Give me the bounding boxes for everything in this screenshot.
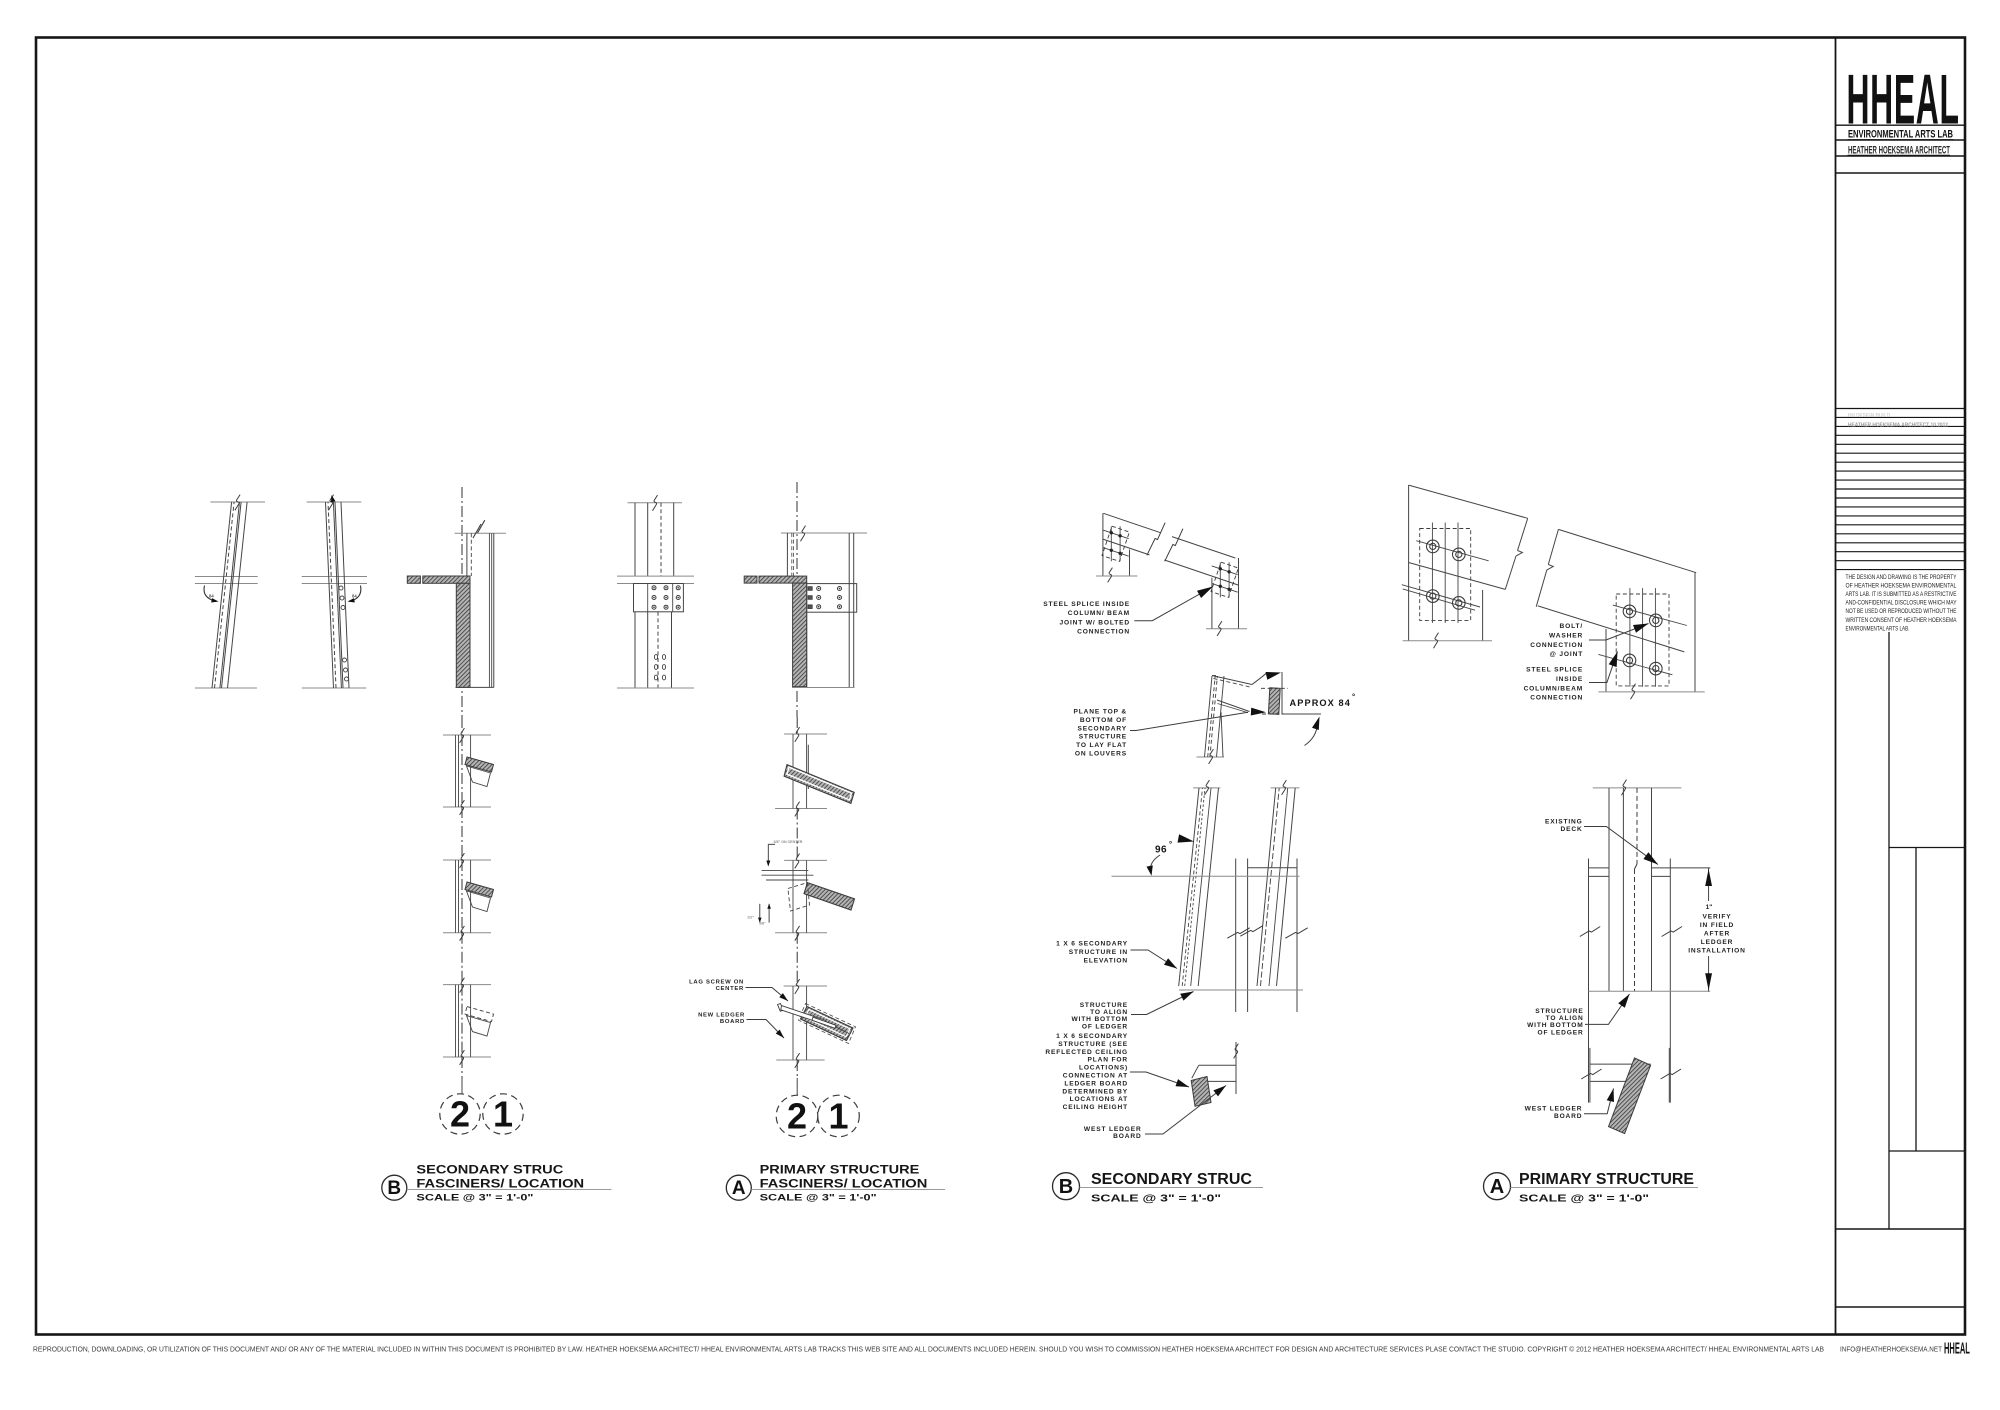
svg-text:ENVIRONMENTAL ARTS LAB.: ENVIRONMENTAL ARTS LAB. <box>1846 625 1910 632</box>
svg-text:BOARD: BOARD <box>720 1019 745 1025</box>
svg-text:CONNECTION: CONNECTION <box>1530 695 1583 702</box>
svg-text:1 X 6 SECONDARY: 1 X 6 SECONDARY <box>1056 1033 1128 1040</box>
svg-text:NOT BE USED OR REPRODUCED WITH: NOT BE USED OR REPRODUCED WITHOUT THE <box>1846 608 1957 615</box>
svg-text:1: 1 <box>828 1096 848 1137</box>
svg-text:SCALE @ 3" = 1'-0": SCALE @ 3" = 1'-0" <box>760 1193 877 1204</box>
svg-text:HEATHER HOEKSEMA ARCHITECT: HEATHER HOEKSEMA ARCHITECT <box>1848 144 1950 156</box>
svg-text:ELEVATION: ELEVATION <box>1084 957 1128 964</box>
svg-text:OF LEDGER: OF LEDGER <box>1082 1023 1128 1030</box>
svg-text:PRIMARY STRUCTURE: PRIMARY STRUCTURE <box>760 1163 920 1177</box>
svg-text:CEILING HEIGHT: CEILING HEIGHT <box>1063 1104 1128 1111</box>
svg-text:LOCATIONS): LOCATIONS) <box>1079 1065 1128 1072</box>
svg-text:TO ALIGN: TO ALIGN <box>1546 1015 1584 1022</box>
svg-text:84: 84 <box>209 594 214 599</box>
svg-text:PRIMARY STRUCTURE: PRIMARY STRUCTURE <box>1519 1171 1694 1188</box>
svg-text:BOARD: BOARD <box>1113 1133 1141 1140</box>
svg-text:COLUMN/BEAM: COLUMN/BEAM <box>1524 685 1584 692</box>
svg-text:DETERMINED BY: DETERMINED BY <box>1062 1088 1128 1095</box>
svg-text:WEST LEDGER: WEST LEDGER <box>1084 1126 1142 1133</box>
svg-text:LAG SCREW ON: LAG SCREW ON <box>689 980 744 986</box>
svg-text:INSTALLATION: INSTALLATION <box>1688 948 1746 955</box>
svg-text:WITH BOTTOM: WITH BOTTOM <box>1527 1022 1583 1029</box>
svg-text:VERIFY: VERIFY <box>1703 913 1732 920</box>
svg-text:COLUMN/ BEAM: COLUMN/ BEAM <box>1068 610 1130 617</box>
svg-text:REPRODUCTION, DOWNLOADING, OR: REPRODUCTION, DOWNLOADING, OR UTILIZATIO… <box>33 1345 1824 1354</box>
svg-text:OF HEATHER HOEKSEMA ENVIRONMEN: OF HEATHER HOEKSEMA ENVIRONMENTAL <box>1846 583 1957 590</box>
svg-text:JOINT W/ BOLTED: JOINT W/ BOLTED <box>1059 619 1130 626</box>
svg-text:WRITTEN CONSENT OF HEATHER HOE: WRITTEN CONSENT OF HEATHER HOEKSEMA <box>1846 617 1958 624</box>
svg-text:3/8": 3/8" <box>759 922 766 926</box>
svg-text:EXISTING: EXISTING <box>1545 819 1583 826</box>
svg-text:FASCINERS/ LOCATION: FASCINERS/ LOCATION <box>416 1177 584 1191</box>
svg-text:DECK: DECK <box>1561 826 1583 833</box>
svg-text:STRUCTURE: STRUCTURE <box>1535 1008 1583 1015</box>
svg-text:WITH BOTTOM: WITH BOTTOM <box>1072 1016 1128 1023</box>
svg-text:WEST LEDGER: WEST LEDGER <box>1525 1106 1583 1113</box>
svg-text:HH DESIGN BUILD: HH DESIGN BUILD <box>1848 413 1890 419</box>
svg-text:FASCINERS/ LOCATION: FASCINERS/ LOCATION <box>760 1177 928 1191</box>
svg-text:STRUCTURE (SEE: STRUCTURE (SEE <box>1058 1041 1128 1048</box>
svg-text:AND-CONFIDENTIAL DISCLOSURE WH: AND-CONFIDENTIAL DISCLOSURE WHICH MAY <box>1846 600 1958 607</box>
svg-text:3/8" ON CENTER: 3/8" ON CENTER <box>774 840 803 844</box>
svg-text:INSIDE: INSIDE <box>1556 676 1583 683</box>
svg-text:@ JOINT: @ JOINT <box>1549 651 1583 658</box>
svg-text:A: A <box>732 1178 746 1199</box>
svg-text:84: 84 <box>352 594 357 599</box>
svg-text:STEEL SPLICE INSIDE: STEEL SPLICE INSIDE <box>1043 601 1130 608</box>
svg-text:CONNECTION: CONNECTION <box>1530 642 1583 649</box>
svg-text:°: ° <box>1169 840 1172 849</box>
svg-text:ARTS LAB. IT IS SUBMITTED AS: ARTS LAB. IT IS SUBMITTED AS A RESTRICTI… <box>1846 591 1957 598</box>
svg-text:INFO@HEATHERHOEKSEMA.NET: INFO@HEATHERHOEKSEMA.NET <box>1840 1345 1942 1354</box>
svg-text:2: 2 <box>787 1096 807 1137</box>
svg-text:96: 96 <box>1155 845 1167 856</box>
svg-text:BOLT/: BOLT/ <box>1560 623 1584 630</box>
svg-text:SECONDARY STRUC: SECONDARY STRUC <box>416 1163 563 1177</box>
svg-text:THE DESIGN AND DRAWING IS THE: THE DESIGN AND DRAWING IS THE PROPERTY <box>1846 574 1958 581</box>
svg-text:LEDGER: LEDGER <box>1701 939 1734 946</box>
svg-text:TO ALIGN: TO ALIGN <box>1090 1009 1128 1016</box>
svg-text:CONNECTION AT: CONNECTION AT <box>1063 1073 1128 1080</box>
svg-text:NEW LEDGER: NEW LEDGER <box>698 1013 745 1019</box>
svg-text:REFLECTED CEILING: REFLECTED CEILING <box>1045 1049 1128 1056</box>
svg-text:ON LOUVERS: ON LOUVERS <box>1075 751 1127 758</box>
svg-text:TO LAY FLAT: TO LAY FLAT <box>1076 742 1127 749</box>
svg-text:2: 2 <box>450 1094 470 1135</box>
svg-text:APPROX 84: APPROX 84 <box>1290 698 1351 708</box>
svg-text:STRUCTURE IN: STRUCTURE IN <box>1069 949 1128 956</box>
svg-text:STEEL SPLICE: STEEL SPLICE <box>1526 667 1583 674</box>
svg-text:SCALE @ 3" = 1'-0": SCALE @ 3" = 1'-0" <box>416 1193 533 1204</box>
svg-text:SCALE @ 3" = 1'-0": SCALE @ 3" = 1'-0" <box>1519 1194 1649 1205</box>
svg-text:ENVIRONMENTAL ARTS LAB: ENVIRONMENTAL ARTS LAB <box>1848 129 1953 141</box>
svg-text:STRUCTURE: STRUCTURE <box>1079 734 1127 741</box>
svg-text:PLAN FOR: PLAN FOR <box>1088 1057 1129 1064</box>
svg-text:HHEAL: HHEAL <box>1847 59 1960 139</box>
svg-text:AFTER: AFTER <box>1704 931 1730 938</box>
svg-text:WASHER: WASHER <box>1549 632 1583 639</box>
svg-text:IN FIELD: IN FIELD <box>1700 922 1734 929</box>
svg-text:1": 1" <box>1706 904 1713 911</box>
svg-text:B: B <box>387 1178 401 1199</box>
svg-text:SECONDARY STRUC: SECONDARY STRUC <box>1091 1171 1252 1188</box>
svg-text:PLANE TOP &: PLANE TOP & <box>1074 709 1127 716</box>
svg-text:OF LEDGER: OF LEDGER <box>1537 1029 1583 1036</box>
svg-text:°: ° <box>1352 693 1355 702</box>
svg-text:BOARD: BOARD <box>1554 1113 1582 1120</box>
svg-text:A: A <box>1490 1176 1504 1198</box>
svg-text:LOCATIONS AT: LOCATIONS AT <box>1070 1096 1128 1103</box>
svg-text:HEATHER HOEKSEMA ARCHITECT 1: HEATHER HOEKSEMA ARCHITECT 10.2012 <box>1848 423 1948 429</box>
svg-text:1/2": 1/2" <box>747 915 754 919</box>
svg-text:1: 1 <box>493 1094 513 1135</box>
svg-text:SCALE @ 3" = 1'-0": SCALE @ 3" = 1'-0" <box>1091 1194 1221 1205</box>
svg-text:SECONDARY: SECONDARY <box>1077 725 1127 732</box>
svg-text:CONNECTION: CONNECTION <box>1077 629 1130 636</box>
svg-text:BOTTOM OF: BOTTOM OF <box>1080 717 1127 724</box>
svg-text:B: B <box>1059 1176 1073 1198</box>
svg-text:HHEAL: HHEAL <box>1944 1339 1970 1357</box>
svg-text:1 X 6 SECONDARY: 1 X 6 SECONDARY <box>1056 941 1128 948</box>
svg-text:LEDGER BOARD: LEDGER BOARD <box>1064 1080 1128 1087</box>
svg-text:STRUCTURE: STRUCTURE <box>1080 1002 1128 1009</box>
svg-text:CENTER: CENTER <box>716 986 744 992</box>
